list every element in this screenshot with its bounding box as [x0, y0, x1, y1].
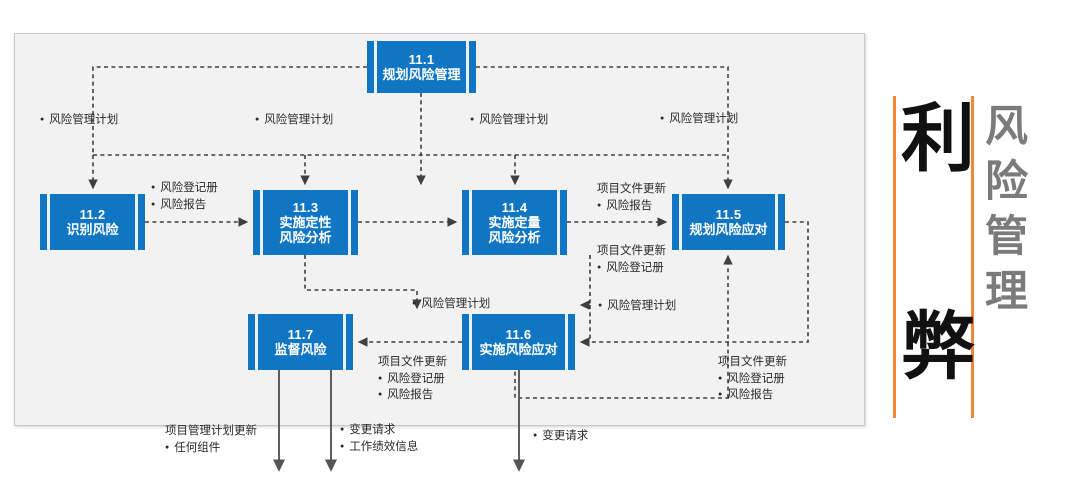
annotation-header: 项目文件更新	[378, 356, 447, 368]
annotation-item: 风险管理计划	[598, 298, 676, 315]
annotation-item: 风险登记册	[597, 260, 666, 277]
annotation-change-request: 变更请求	[533, 428, 588, 445]
annotation-header: 项目文件更新	[597, 245, 666, 257]
annotation-item: 风险管理计划	[660, 111, 738, 128]
annotation-item: 风险报告	[378, 387, 447, 404]
annotation-project-doc-updates: 项目文件更新 风险登记册 风险报告	[718, 354, 787, 404]
node-number: 11.3	[292, 199, 319, 215]
node-accent-right	[565, 314, 568, 370]
node-accent-left	[469, 190, 472, 255]
annotation-item: 风险报告	[718, 387, 787, 404]
annotation-header: 项目文件更新	[718, 356, 787, 368]
node-label-line2: 风险分析	[279, 230, 332, 246]
annotation-item: 变更请求	[340, 422, 418, 439]
node-number: 11.4	[501, 199, 528, 215]
node-label: 监督风险	[274, 342, 327, 357]
title-panel: 利 弊 风 险 管 理	[893, 96, 1065, 418]
node-label-line2: 风险分析	[488, 230, 541, 246]
node-accent-right	[557, 190, 560, 255]
node-label: 实施风险应对	[479, 342, 558, 357]
annotation-item: 风险登记册	[378, 371, 447, 388]
process-node-11-4[interactable]: 11.4 实施定量 风险分析	[462, 190, 567, 255]
node-accent-left	[255, 314, 258, 370]
annotation-project-doc-updates: 项目文件更新 风险登记册	[597, 243, 666, 276]
node-number: 11.2	[79, 206, 106, 222]
process-node-11-6[interactable]: 11.6 实施风险应对	[462, 314, 575, 370]
annotation-item: 风险管理计划	[255, 112, 333, 129]
process-node-11-7[interactable]: 11.7 监督风险	[248, 314, 353, 370]
annotation-risk-management-plan: 风险管理计划	[412, 296, 490, 313]
node-label: 规划风险应对	[689, 222, 768, 237]
accent-rule-right	[971, 96, 974, 418]
node-number: 11.6	[505, 326, 532, 342]
accent-rule-left	[893, 96, 896, 418]
node-label-line1: 实施定性	[279, 214, 332, 230]
subtitle-char-3: 管	[985, 212, 1028, 263]
node-accent-left	[469, 314, 472, 370]
annotation-project-doc-updates: 项目文件更新 风险登记册 风险报告	[378, 354, 447, 404]
annotation-item: 变更请求	[533, 428, 588, 445]
annotation-header: 项目管理计划更新	[165, 425, 257, 437]
annotation-item: 风险管理计划	[40, 112, 118, 129]
node-accent-right	[466, 41, 469, 93]
node-accent-left	[260, 190, 263, 255]
subtitle-char-1: 风	[985, 102, 1028, 152]
vertical-subtitle: 风 险 管 理	[985, 100, 1053, 320]
annotation-item: 工作绩效信息	[340, 439, 418, 456]
annotation-pm-plan-updates: 项目管理计划更新 任何组件	[165, 423, 257, 456]
annotation-risk-management-plan: 风险管理计划	[660, 111, 738, 128]
node-label: 规划风险管理	[382, 67, 461, 82]
annotation-item: 风险报告	[597, 198, 666, 215]
node-accent-left	[47, 194, 50, 250]
annotation-risk-management-plan: 风险管理计划	[598, 298, 676, 315]
node-accent-right	[343, 314, 346, 370]
node-number: 11.5	[715, 206, 742, 222]
process-node-11-3[interactable]: 11.3 实施定性 风险分析	[253, 190, 358, 255]
annotation-item: 任何组件	[165, 440, 257, 457]
node-accent-right	[348, 190, 351, 255]
headline-char-con: 弊	[901, 304, 975, 390]
annotation-risk-register-report: 风险登记册 风险报告	[151, 180, 218, 213]
annotation-item: 风险管理计划	[470, 112, 548, 129]
annotation-risk-management-plan: 风险管理计划	[255, 112, 333, 129]
annotation-risk-management-plan: 风险管理计划	[470, 112, 548, 129]
process-node-11-5[interactable]: 11.5 规划风险应对	[672, 194, 785, 250]
annotation-header: 项目文件更新	[597, 183, 666, 195]
node-accent-left	[374, 41, 377, 93]
node-label: 识别风险	[66, 222, 119, 237]
node-number: 11.7	[287, 326, 314, 342]
node-label-line1: 实施定量	[488, 214, 541, 230]
node-accent-right	[135, 194, 138, 250]
process-node-11-1[interactable]: 11.1 规划风险管理	[367, 41, 476, 93]
annotation-project-doc-updates: 项目文件更新 风险报告	[597, 181, 666, 214]
subtitle-char-2: 险	[985, 157, 1028, 208]
annotation-item: 风险管理计划	[412, 296, 490, 313]
annotation-item: 风险报告	[151, 197, 218, 214]
node-number: 11.1	[408, 51, 435, 67]
process-node-11-2[interactable]: 11.2 识别风险	[40, 194, 145, 250]
annotation-item: 风险登记册	[718, 371, 787, 388]
annotation-item: 风险登记册	[151, 180, 218, 197]
subtitle-char-4: 理	[985, 267, 1028, 318]
headline-char-pro: 利	[901, 96, 975, 182]
node-accent-left	[679, 194, 682, 250]
node-accent-right	[775, 194, 778, 250]
annotation-risk-management-plan: 风险管理计划	[40, 112, 118, 129]
annotation-change-request-perf-info: 变更请求 工作绩效信息	[340, 422, 418, 455]
